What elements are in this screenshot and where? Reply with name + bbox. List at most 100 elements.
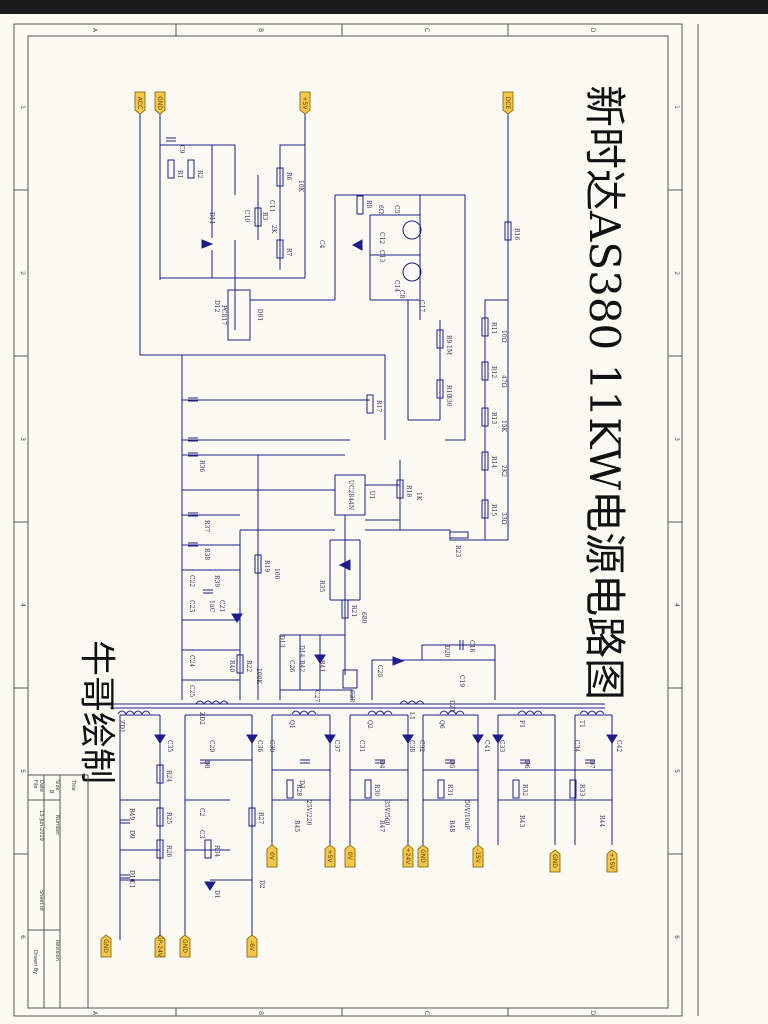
power-port: -15V	[472, 844, 484, 868]
component-ref: R7	[285, 248, 292, 257]
scan-top-edge	[0, 0, 768, 14]
component-value: 47Ω	[500, 375, 507, 388]
component-ref: C10	[243, 210, 250, 222]
component-ref: R49	[128, 808, 135, 820]
component-ref: C21	[218, 600, 225, 612]
power-port-label: DCE	[504, 97, 511, 110]
ic-uc2844n	[334, 474, 366, 516]
component-value: 1M	[445, 345, 452, 355]
component-ref: C11	[268, 200, 275, 212]
component-ref: C32	[418, 740, 425, 752]
component-value: 2K2	[500, 465, 507, 477]
title-block-number-label: Number	[54, 815, 60, 836]
component-ref: R10	[445, 385, 452, 397]
zone-col-label: B	[257, 1011, 264, 1015]
component-ref: C22	[188, 575, 195, 587]
component-ref: R23	[454, 545, 461, 557]
component-value: 1K	[415, 492, 422, 501]
title-block-date: 13-Jun-2019	[38, 810, 44, 841]
component-ref: R39	[213, 575, 220, 587]
component-ref: C31	[358, 740, 365, 752]
component-ref: R44	[598, 815, 605, 827]
zone-col-label: A	[91, 1011, 98, 1016]
zone-row-label: 6	[673, 935, 680, 939]
power-port: 0V	[266, 844, 278, 868]
component-ref: C26	[288, 660, 295, 672]
component-value: 680	[360, 612, 367, 624]
component-ref: R19	[263, 560, 270, 572]
component-ref: C2	[198, 808, 205, 817]
component-ref: D5	[448, 760, 455, 769]
power-port: GND	[179, 934, 191, 958]
component-ref: R28	[295, 784, 302, 796]
component-ref: R3	[261, 212, 268, 221]
component-ref: R22	[245, 660, 252, 672]
component-ref: D9	[128, 830, 135, 839]
component-ref: R47	[378, 820, 385, 832]
title-block-date-label: Date	[38, 780, 44, 792]
zone-row-label: 5	[19, 769, 26, 773]
component-value: 10K	[297, 180, 304, 193]
component-ref: R25	[165, 812, 172, 824]
component-ref: R12	[490, 366, 497, 378]
component-ref: C5	[393, 205, 400, 214]
title-block-size-label: Size	[54, 780, 60, 790]
component-ref: R31	[446, 784, 453, 796]
component-ref: R42	[298, 660, 305, 672]
component-ref: ZD1	[118, 720, 125, 733]
component-ref: D8	[203, 760, 210, 769]
component-ref: C42	[615, 740, 622, 752]
component-value: 1nC	[208, 600, 215, 613]
power-port: +15V	[606, 849, 618, 873]
transistors	[342, 220, 422, 689]
component-bodies	[120, 137, 595, 879]
zone-row-label: 3	[673, 437, 680, 441]
title-block-sheet-label: Sheet of	[38, 890, 44, 911]
component-ref: R9	[445, 335, 452, 344]
component-ref: R13	[490, 412, 497, 424]
zone-row-label: 1	[19, 105, 26, 109]
power-port-label: ACC	[136, 97, 143, 109]
component-value: 25V/220	[305, 800, 312, 826]
component-ref: R15	[490, 504, 497, 516]
component-ref: R2	[196, 170, 203, 179]
component-ref: C33	[498, 740, 505, 752]
component-ref: D13	[278, 635, 285, 648]
optocoupler-pc817	[227, 289, 251, 341]
component-ref: R26	[165, 845, 172, 857]
component-ref: D1	[213, 890, 220, 899]
component-ref: R1	[176, 170, 183, 178]
author-credit: 牛哥绘制	[76, 640, 117, 784]
diodes	[154, 239, 618, 891]
zone-col-label: C	[423, 1011, 430, 1015]
transformer-windings	[117, 700, 605, 715]
component-ref: R36	[198, 460, 205, 472]
zone-row-label: 6	[19, 935, 26, 939]
power-port-label: GND	[551, 854, 558, 868]
component-ref: C19	[458, 675, 465, 687]
component-ref: R34	[213, 845, 220, 857]
component-ref: C30	[268, 740, 275, 752]
component-ref: R43	[518, 815, 525, 827]
component-ref: R21	[350, 605, 357, 617]
component-ref: R38	[203, 548, 210, 560]
component-ref: C3	[198, 830, 205, 839]
component-ref: C34	[573, 740, 580, 752]
component-ref: C35	[166, 740, 173, 752]
power-port: GND	[417, 844, 429, 868]
component-ref: R30	[373, 784, 380, 796]
power-port-label: 0V	[268, 852, 275, 861]
component-ref: R14	[490, 456, 497, 468]
component-ref: D6	[523, 760, 530, 769]
component-ref: R8	[365, 200, 372, 209]
component-ref: R41	[318, 660, 325, 672]
component-ref: C24	[188, 655, 195, 667]
component-ref: R33	[578, 784, 585, 796]
component-ref: D2	[258, 880, 265, 889]
component-ref: D11	[208, 212, 215, 224]
power-port: -6V	[246, 934, 258, 958]
component-ref: C8	[398, 290, 405, 299]
